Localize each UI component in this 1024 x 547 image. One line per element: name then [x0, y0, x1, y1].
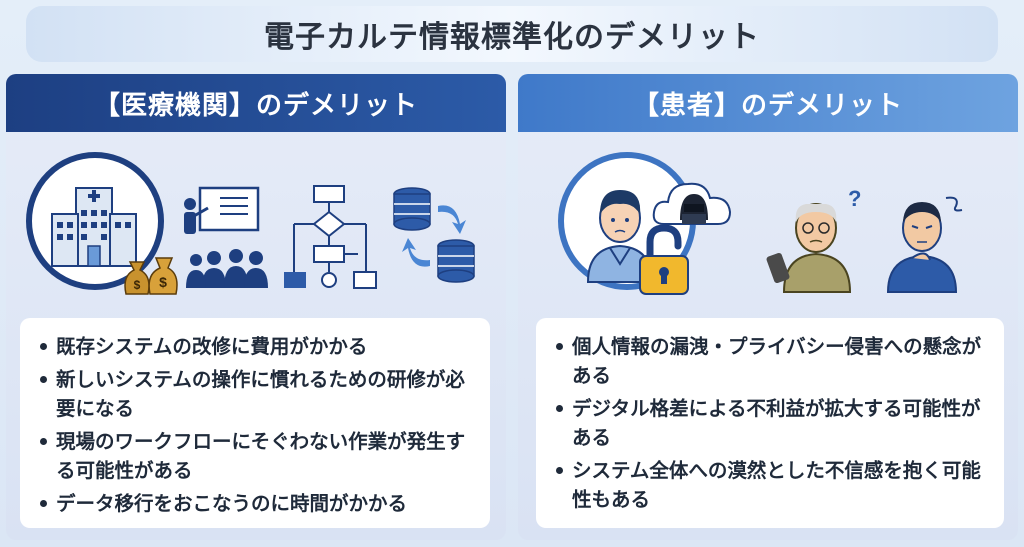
panel-heading: 【患者】のデメリット — [632, 90, 903, 121]
list-item: データ移行をおこなうのに時間がかかる — [40, 489, 474, 518]
page-title: 電子カルテ情報標準化のデメリット — [264, 20, 760, 55]
elderly-smartphone-icon: ? — [766, 186, 861, 293]
panel-header: 【患者】のデメリット — [518, 74, 1018, 132]
data-migration-icon — [393, 187, 475, 283]
hospital-icon — [51, 187, 137, 267]
hacker-cloud-icon — [652, 182, 732, 225]
list-item: 新しいシステムの操作に慣れるための研修が必要になる — [40, 365, 474, 423]
panel-heading: 【医療機関】のデメリット — [93, 90, 418, 121]
unlocked-padlock-icon — [639, 224, 689, 295]
list-item: デジタル格差による不利益が拡大する可能性がある — [556, 394, 988, 452]
demerit-list: 個人情報の漏洩・プライバシー侵害への懸念がある デジタル格差による不利益が拡大す… — [536, 318, 1004, 528]
medical-institution-panel: 【医療機関】のデメリット $ $ — [6, 74, 506, 540]
money-bag-icon: $ $ — [124, 257, 178, 295]
svg-text:?: ? — [848, 186, 861, 211]
svg-text:$: $ — [159, 274, 167, 290]
presentation-training-icon — [184, 186, 268, 288]
demerit-list: 既存システムの改修に費用がかかる 新しいシステムの操作に慣れるための研修が必要に… — [20, 318, 490, 528]
workflow-icon — [284, 185, 377, 289]
list-item: 個人情報の漏洩・プライバシー侵害への懸念がある — [556, 332, 988, 390]
svg-text:$: $ — [134, 278, 141, 292]
list-item: 現場のワークフローにそぐわない作業が発生する可能性がある — [40, 427, 474, 485]
title-bar: 電子カルテ情報標準化のデメリット — [26, 6, 998, 62]
patient-panel: 【患者】のデメリット — [518, 74, 1018, 540]
list-item: 既存システムの改修に費用がかかる — [40, 332, 474, 361]
list-item: システム全体への漠然とした不信感を抱く可能性もある — [556, 456, 988, 514]
icons-row: $ $ — [6, 132, 506, 310]
icons-row: ? — [518, 132, 1018, 310]
patient-icon — [586, 190, 654, 283]
panel-header: 【医療機関】のデメリット — [6, 74, 506, 132]
confused-man-icon — [886, 196, 963, 293]
